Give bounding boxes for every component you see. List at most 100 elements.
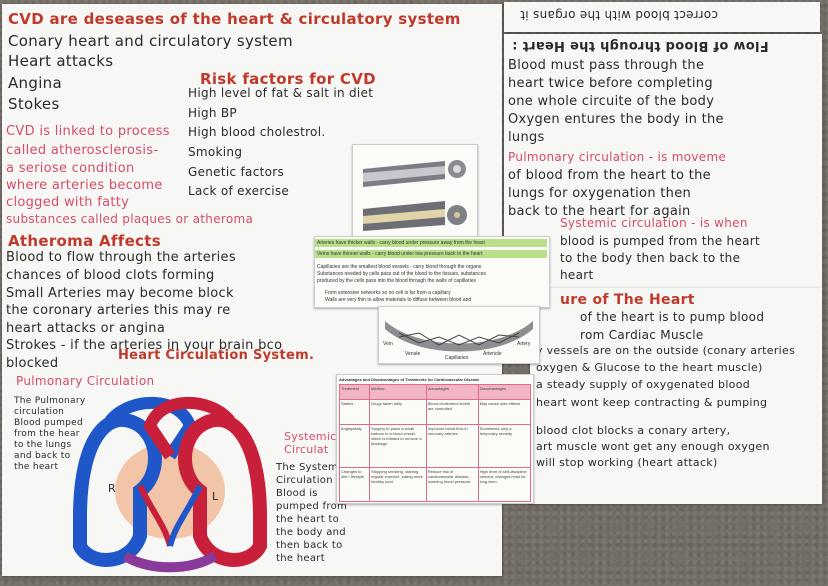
heart-left-label: L [212, 490, 219, 503]
note-line: Blood pumped [14, 418, 84, 428]
table-row: Angioplasty Surgery to place a small bal… [338, 423, 532, 469]
table-cell: Improves blood flow in coronary arteries [425, 423, 479, 469]
text-line: blocked [6, 356, 59, 371]
text-line: chances of blood clots forming [6, 268, 215, 283]
list-item: Lack of exercise [188, 184, 290, 198]
text-line: Systemic circulation - is when [560, 216, 748, 230]
text-line: CVD is linked to process [6, 124, 170, 139]
table-header: Disadvantages [477, 383, 532, 401]
table-header: Method [369, 383, 427, 401]
text-line: substances called plaques or atheroma [6, 212, 254, 226]
capillaries-text: Substances needed by cells pass out of t… [317, 271, 486, 277]
flow-title: Flow of Blood through the Heart : [512, 38, 769, 53]
list-item: Conary heart and circulatory system [8, 32, 293, 50]
text-line: Small Arteries may become block [6, 286, 234, 301]
right-notes-sheet [504, 34, 822, 288]
table-row: Statins Drugs taken daily Blood choleste… [338, 399, 532, 425]
table-row: Changes to diet / lifestyle Stopping smo… [338, 467, 532, 502]
text-line: back to the heart for again [508, 204, 691, 219]
text-line: called atherosclerosis- [6, 143, 159, 158]
capillaries-label: Capillaries [445, 355, 469, 361]
treatments-title: Advantages and Disadvantages of Treatmen… [339, 377, 480, 382]
text-line: a steady supply of oxygenated blood [536, 378, 751, 391]
text-line: heart [560, 268, 594, 282]
note-line: then back to [276, 540, 343, 551]
text-line: one whole circuite of the body [508, 94, 715, 109]
heart-circulation-title: Heart Circulation System. [118, 348, 315, 363]
upside-down-strip [504, 2, 820, 32]
vein-label: Vein [383, 341, 393, 347]
pulmonary-label: Pulmonary Circulation [16, 374, 155, 388]
note-line: to the lungs [14, 440, 72, 450]
structure-title: ure of The Heart [560, 292, 695, 308]
list-item: High blood cholestrol. [188, 125, 326, 139]
arteriole-label: Arteriole [483, 351, 502, 357]
table-cell: May cause side effects [477, 399, 532, 425]
list-item: Stokes [8, 95, 60, 113]
text-line: rom Cardiac Muscle [580, 328, 704, 342]
heart-right-label: R [108, 482, 116, 495]
text-line: Blood must pass through the [508, 58, 705, 73]
heart-structure-sheet [530, 288, 822, 504]
blood-vessels-card: Arteries have thicker walls - carry bloo… [314, 236, 550, 308]
list-item: Angina [8, 74, 62, 92]
text-line: Strokes - if the arteries in your brain … [6, 338, 283, 353]
table-cell: Reduce risk of cardiovascular disease, l… [425, 467, 479, 502]
text-line: Blood to flow through the arteries [6, 250, 236, 265]
text-line: blood is pumped from the heart [560, 234, 761, 248]
text-line: oxygen & Glucose to the heart muscle) [536, 361, 763, 374]
note-line: the body and [276, 527, 346, 538]
veins-text: Veins have thinner walls - carry blood u… [317, 251, 483, 257]
arteries-highlight [315, 239, 547, 247]
table-cell: Stopping smoking, starting regular exerc… [369, 467, 427, 502]
note-line: the heart [14, 462, 59, 472]
list-item: Heart attacks [8, 52, 114, 70]
atheroma-title: Atheroma Affects [8, 232, 161, 250]
label-line: Circulat [284, 443, 329, 456]
arteries-text: Arteries have thicker walls - carry bloo… [317, 240, 485, 246]
table-cell: Drugs taken daily [369, 399, 427, 425]
table-header: Advantages [425, 383, 479, 401]
artery-diagram [363, 160, 467, 231]
table-cell: High level of self-discipline needed, ch… [477, 467, 532, 502]
label-line: Systemic [284, 430, 337, 443]
note-line: the heart to [276, 514, 340, 525]
text-line: lungs for oxygenation then [508, 186, 692, 201]
list-item: High BP [188, 106, 237, 120]
text-line: y vessels are on the outside (conary art… [536, 344, 796, 357]
table-cell: Blood cholesterol levels are controlled [425, 399, 479, 425]
text-line: Oxygen entures the body in the [508, 112, 724, 127]
heart-circulation-diagram [73, 396, 267, 573]
note-line: circulation [14, 407, 65, 417]
risk-factors-title: Risk factors for CVD [200, 70, 376, 88]
table-cell: Surgery to place a small balloon in a bl… [369, 423, 427, 469]
treatments-table: Treatment Method Advantages Disadvantage… [338, 383, 532, 502]
veins-highlight [315, 250, 547, 258]
venule-label: Venule [405, 351, 421, 357]
note-line: The System [276, 462, 339, 473]
text-line: heart twice before completing [508, 76, 713, 91]
note-line: and back to [14, 451, 71, 461]
text-line: the coronary arteries this may re [6, 303, 231, 318]
table-header-row: Treatment Method Advantages Disadvantage… [338, 383, 532, 401]
text-line: blood clot blocks a conary artery, [536, 424, 731, 437]
artery-label: Artery [517, 341, 531, 347]
capillary-network-diagram [385, 321, 533, 352]
note-line: the heart [276, 553, 325, 564]
capillaries-text: produced by the cells pass into the bloo… [317, 278, 476, 284]
bullet-text: Walls are very thin to allow materials t… [325, 297, 472, 303]
text-line: clogged with fatty [6, 195, 130, 210]
bullet-text: Form extensive networks so no cell is fa… [325, 290, 451, 296]
text-line: where arteries become [6, 178, 163, 193]
upside-down-text: correct blood with the organs it [520, 8, 719, 22]
main-title: CVD are deseases of the heart & circulat… [8, 10, 461, 28]
treatments-card: Advantages and Disadvantages of Treatmen… [336, 374, 534, 504]
capillaries-text: Capillaries are the smallest blood vesse… [317, 264, 482, 270]
note-line: from the hear [14, 429, 80, 439]
artery-diagram-card [352, 144, 478, 244]
table-header: Treatment [338, 383, 371, 401]
text-line: Pulmonary circulation - is moveme [508, 150, 727, 164]
text-line: heart wont keep contracting & pumping [536, 396, 768, 409]
text-line: a seriose condition [6, 161, 135, 176]
table-cell: Angioplasty [338, 423, 371, 469]
